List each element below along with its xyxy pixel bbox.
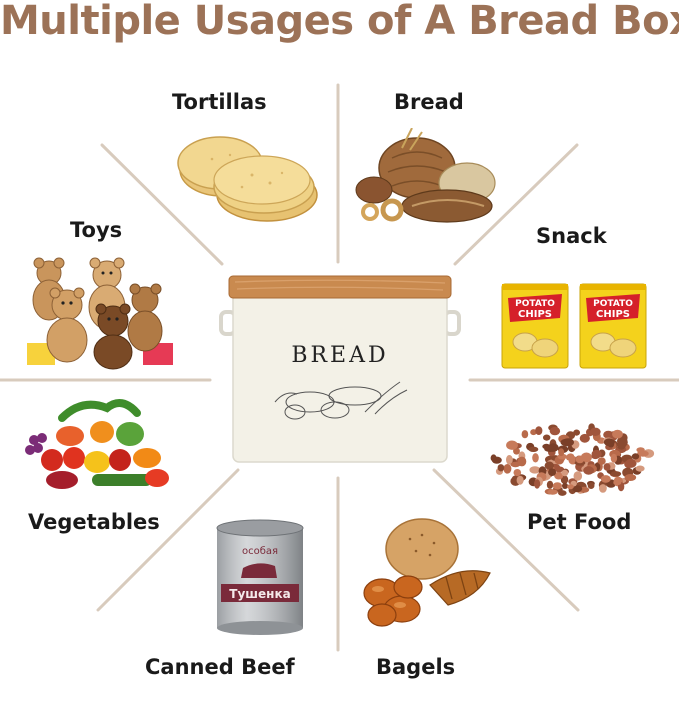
- kibble-piece: [599, 484, 607, 493]
- kibble-piece: [513, 447, 520, 455]
- tortillas-image: [177, 136, 318, 222]
- vegetables-image: [25, 399, 169, 489]
- label-snack: Snack: [536, 224, 607, 248]
- kibble-piece: [562, 482, 568, 489]
- label-bread: Bread: [394, 90, 464, 114]
- label-toys: Toys: [70, 218, 123, 242]
- kibble-piece: [521, 430, 529, 439]
- chips-bag-text: CHIPS: [596, 309, 630, 320]
- kibble-piece: [573, 471, 583, 481]
- can-top-text: особая: [242, 546, 278, 557]
- bagels-image: [363, 518, 491, 627]
- kibble-piece: [490, 454, 497, 462]
- kibble-piece: [534, 479, 541, 489]
- kibble-piece: [530, 429, 537, 436]
- can-main-text: Тушенка: [229, 587, 290, 601]
- kibble-piece: [543, 434, 551, 441]
- chips-bag: POTATO CHIPS: [501, 283, 569, 369]
- kibble-piece: [603, 430, 614, 439]
- kibble-piece: [529, 466, 541, 474]
- kibble-piece: [600, 475, 611, 483]
- label-bagels: Bagels: [376, 655, 456, 679]
- kibble-piece: [552, 482, 562, 490]
- kibble-piece: [554, 471, 564, 480]
- divider-line: [100, 143, 224, 266]
- divider-line: [453, 143, 579, 266]
- chips-bag: POTATO CHIPS: [579, 283, 647, 369]
- kibble-piece: [503, 464, 512, 474]
- kibble-piece: [610, 471, 622, 477]
- kibble-piece: [635, 465, 645, 472]
- kibble-piece: [572, 485, 583, 493]
- kibble-piece: [579, 433, 590, 443]
- kibble-piece: [565, 454, 573, 461]
- kibble-piece: [558, 448, 565, 457]
- kibble-piece: [612, 429, 623, 439]
- label-canned-beef: Canned Beef: [145, 655, 295, 679]
- kibble-piece: [535, 426, 543, 435]
- bread-box-image: BREAD: [219, 275, 461, 463]
- kibble-piece: [561, 469, 569, 477]
- kibble-piece: [610, 453, 618, 463]
- kibble-piece: [547, 489, 558, 495]
- kibble-piece: [589, 427, 601, 436]
- kibble-piece: [637, 450, 649, 457]
- kibble-piece: [548, 468, 557, 476]
- kibble-piece: [613, 480, 622, 486]
- potato-chips-image: POTATO CHIPS POTATO CHIPS: [501, 283, 647, 369]
- bread-image: [355, 128, 496, 223]
- canned-beef-image: особая Тушенка: [216, 519, 304, 635]
- kibble-piece: [546, 480, 554, 489]
- teddy-bears-image: [27, 257, 173, 370]
- kibble-piece: [554, 466, 565, 473]
- kibble-piece: [583, 466, 594, 475]
- kibble-piece: [603, 438, 615, 447]
- kibble-piece: [560, 438, 573, 447]
- kibble-piece: [567, 484, 574, 490]
- kibble-piece: [597, 457, 606, 465]
- chips-bag-text: CHIPS: [518, 309, 552, 320]
- kibble-piece: [516, 475, 524, 485]
- kibble-piece: [528, 446, 539, 452]
- kibble-piece: [587, 482, 595, 489]
- kibble-piece: [603, 463, 611, 471]
- kibble-piece: [544, 445, 556, 452]
- kibble-piece: [532, 453, 539, 463]
- chips-bag-text: POTATO: [515, 299, 555, 309]
- label-tortillas: Tortillas: [172, 90, 267, 114]
- kibble-piece: [624, 474, 637, 481]
- kibble-piece: [591, 449, 602, 459]
- kibble-piece: [513, 469, 522, 477]
- divider-line: [96, 468, 240, 612]
- kibble-piece: [558, 490, 567, 496]
- kibble-piece: [544, 461, 554, 470]
- pet-food-image: [490, 423, 655, 496]
- divider-line: [432, 468, 580, 612]
- bread-box-label: BREAD: [291, 343, 388, 368]
- kibble-piece: [506, 440, 518, 450]
- chips-bag-text: POTATO: [593, 299, 633, 309]
- kibble-piece: [631, 453, 640, 460]
- page-title: Multiple Usages of A Bread Box: [0, 0, 679, 44]
- kibble-piece: [575, 455, 585, 464]
- kibble-piece: [517, 456, 527, 467]
- kibble-piece: [497, 464, 505, 472]
- kibble-piece: [506, 455, 513, 465]
- label-vegetables: Vegetables: [28, 510, 160, 534]
- kibble-piece: [549, 426, 561, 436]
- label-pet-food: Pet Food: [527, 510, 632, 534]
- kibble-piece: [624, 460, 633, 469]
